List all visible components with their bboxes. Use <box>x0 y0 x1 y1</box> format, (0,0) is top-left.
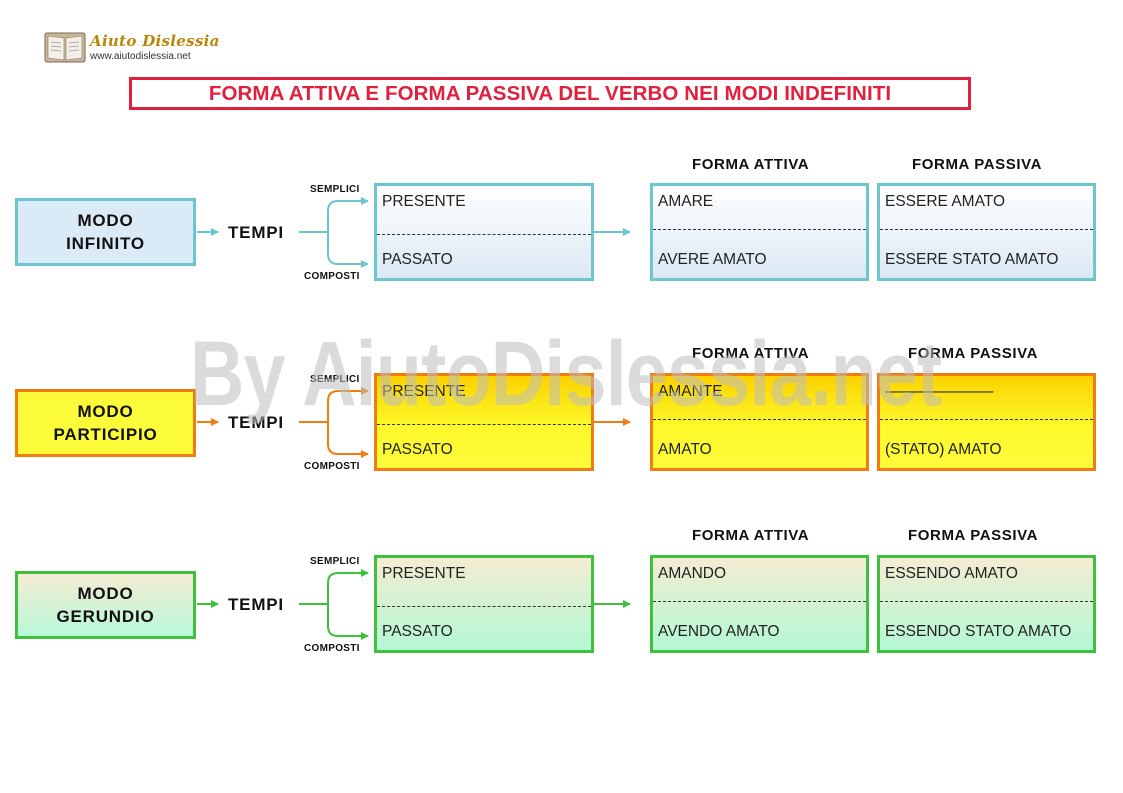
tempi-label: TEMPI <box>228 413 284 432</box>
header-forma-attiva: FORMA ATTIVA <box>692 345 810 362</box>
divider <box>880 229 1093 230</box>
passiva-passato: ESSERE STATO AMATO <box>885 251 1059 268</box>
tempi-box-infinito: PRESENTE PASSATO <box>374 183 594 281</box>
header-forma-attiva: FORMA ATTIVA <box>692 527 810 544</box>
logo-brand: Aiuto Dislessia <box>90 32 220 50</box>
attiva-passato: AVENDO AMATO <box>658 623 780 640</box>
row-gerundio-arrows <box>197 569 631 640</box>
modo-name: INFINITO <box>66 234 145 253</box>
passato-label: PASSATO <box>382 251 453 268</box>
semplici-label: SEMPLICI <box>310 556 360 567</box>
presente-label: PRESENTE <box>382 565 466 582</box>
attiva-presente: AMANDO <box>658 565 727 582</box>
composti-label: COMPOSTI <box>304 271 360 282</box>
attiva-box-participio: AMANTE AMATO <box>650 373 869 471</box>
attiva-presente: AMARE <box>658 193 714 210</box>
attiva-box-infinito: AMARE AVERE AMATO <box>650 183 869 281</box>
divider <box>377 424 591 425</box>
semplici-label: SEMPLICI <box>310 374 360 385</box>
row-infinito-arrows <box>197 197 631 268</box>
modo-name: GERUNDIO <box>56 607 155 626</box>
attiva-presente: AMANTE <box>658 383 723 400</box>
passiva-box-participio: ——————— (STATO) AMATO <box>877 373 1096 471</box>
header-forma-passiva: FORMA PASSIVA <box>908 527 1039 544</box>
presente-label: PRESENTE <box>382 193 466 210</box>
passato-label: PASSATO <box>382 623 453 640</box>
passiva-presente: ESSERE AMATO <box>885 193 1006 210</box>
tempi-box-participio: PRESENTE PASSATO <box>374 373 594 471</box>
attiva-passato: AMATO <box>658 441 712 458</box>
modo-label: MODO <box>77 584 134 603</box>
modo-gerundio-box: MODO GERUNDIO <box>15 571 196 639</box>
divider <box>653 601 866 602</box>
passiva-presente: ——————— <box>885 383 994 400</box>
divider <box>377 234 591 235</box>
row-participio-arrows <box>197 387 631 458</box>
composti-label: COMPOSTI <box>304 643 360 654</box>
passiva-box-infinito: ESSERE AMATO ESSERE STATO AMATO <box>877 183 1096 281</box>
header-forma-passiva: FORMA PASSIVA <box>912 156 1043 173</box>
passiva-passato: ESSENDO STATO AMATO <box>885 623 1072 640</box>
attiva-passato: AVERE AMATO <box>658 251 767 268</box>
divider <box>653 229 866 230</box>
page-title: FORMA ATTIVA E FORMA PASSIVA DEL VERBO N… <box>208 81 892 105</box>
modo-label: MODO <box>77 211 134 230</box>
semplici-label: SEMPLICI <box>310 184 360 195</box>
divider <box>653 419 866 420</box>
logo-url: www.aiutodislessia.net <box>90 51 191 62</box>
book-icon <box>44 32 86 63</box>
page-title-box: FORMA ATTIVA E FORMA PASSIVA DEL VERBO N… <box>129 77 971 110</box>
tempi-label: TEMPI <box>228 595 284 614</box>
modo-label: MODO <box>77 402 134 421</box>
tempi-box-gerundio: PRESENTE PASSATO <box>374 555 594 653</box>
header-forma-passiva: FORMA PASSIVA <box>908 345 1039 362</box>
modo-infinito-box: MODO INFINITO <box>15 198 196 266</box>
divider <box>880 601 1093 602</box>
modo-participio-box: MODO PARTICIPIO <box>15 389 196 457</box>
passato-label: PASSATO <box>382 441 453 458</box>
header-forma-attiva: FORMA ATTIVA <box>692 156 810 173</box>
passiva-presente: ESSENDO AMATO <box>885 565 1018 582</box>
tempi-label: TEMPI <box>228 223 284 242</box>
composti-label: COMPOSTI <box>304 461 360 472</box>
modo-name: PARTICIPIO <box>53 425 158 444</box>
divider <box>880 419 1093 420</box>
presente-label: PRESENTE <box>382 383 466 400</box>
divider <box>377 606 591 607</box>
logo: Aiuto Dislessia www.aiutodislessia.net <box>44 30 219 66</box>
passiva-passato: (STATO) AMATO <box>885 441 1002 458</box>
attiva-box-gerundio: AMANDO AVENDO AMATO <box>650 555 869 653</box>
passiva-box-gerundio: ESSENDO AMATO ESSENDO STATO AMATO <box>877 555 1096 653</box>
